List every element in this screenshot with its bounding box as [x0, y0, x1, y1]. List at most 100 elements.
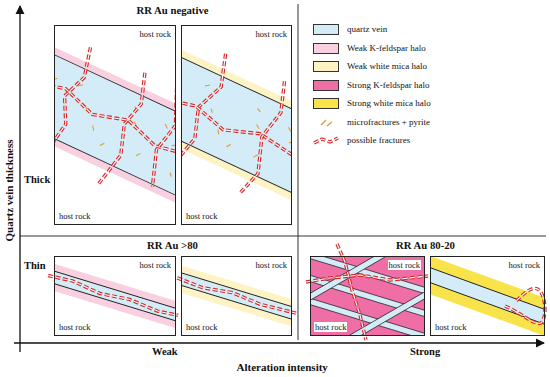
legend-row: Strong white mica halo	[305, 96, 545, 112]
legend-swatch	[313, 98, 339, 109]
vein-panel: host rock host rock	[181, 25, 292, 225]
legend-text: Strong white mica halo	[347, 97, 431, 109]
legend-swatch	[313, 24, 339, 35]
axis-tick-label: Thin	[24, 260, 46, 272]
host-rock-label: host rock	[388, 260, 421, 270]
stockwork-kfeldspar-part	[306, 275, 428, 282]
thin-vein-strong-whitemica-part-part-part	[430, 256, 545, 336]
thick-vein-whitemica-part-part	[181, 89, 292, 167]
quadrant-title: RR Au 80-20	[303, 239, 548, 252]
thin-vein-strong-whitemica-part-part-part	[430, 262, 545, 336]
thick-vein-whitemica-part-part	[181, 25, 292, 158]
fracture-inner	[314, 138, 338, 143]
thin-vein-kfeldspar-part-part	[47, 274, 178, 318]
legend-row: Weak K-feldspar halo	[305, 41, 545, 57]
legend-text: Weak white mica halo	[347, 60, 427, 72]
legend-text: possible fractures	[347, 134, 410, 146]
fracture-inner	[177, 276, 297, 316]
thin-vein-strong-whitemica-part-part-part	[430, 256, 545, 336]
fracture-inner	[505, 288, 545, 323]
axis-tick-label: Weak	[152, 346, 178, 358]
legend-sample	[313, 133, 339, 148]
legend-row: quartz vein	[305, 22, 545, 38]
thick-vein-kfeldspar-part-part	[54, 46, 100, 160]
thin-vein-kfeldspar-part-part-part	[54, 267, 176, 336]
legend-row: Strong K-feldspar halo	[305, 78, 545, 94]
axes-part	[19, 6, 20, 352]
stockwork-kfeldspar-part	[310, 256, 425, 336]
stockwork-kfeldspar-part-part-part	[310, 256, 425, 324]
thin-vein-kfeldspar-part-part	[54, 256, 176, 336]
axes-part	[14, 342, 544, 343]
legend-swatch	[313, 43, 339, 54]
host-rock-label: host rock	[255, 29, 288, 39]
axis-title: Alteration intensity	[237, 361, 328, 374]
fracture-sample	[314, 138, 338, 143]
thin-vein-kfeldspar-part	[47, 274, 178, 318]
thick-vein-whitemica-part	[181, 25, 292, 225]
vein-panel: host rock host rock	[54, 25, 176, 225]
axis-title: Quartz vein thickness	[3, 139, 16, 241]
thin-vein-whitemica-part-part-part	[181, 267, 292, 336]
thick-vein-kfeldspar-part	[54, 25, 176, 225]
host-rock-label: host rock	[185, 211, 218, 221]
host-rock-label: host rock	[185, 322, 218, 332]
thick-vein-whitemica-part-part	[234, 81, 292, 196]
thick-vein-kfeldspar-part-part	[94, 73, 156, 187]
legend-row: possible fractures	[305, 133, 545, 149]
fracture-inner	[134, 88, 176, 187]
legend-sample	[313, 115, 339, 130]
host-rock-label: host rock	[255, 260, 288, 270]
stockwork-kfeldspar-part-part	[310, 256, 425, 336]
host-rock-label: host rock	[139, 29, 172, 39]
fracture-inner	[181, 89, 292, 167]
axis-tick-label: Thick	[24, 174, 50, 186]
stockwork-kfeldspar-part-part-part	[310, 268, 425, 336]
legend-text: Strong K-feldspar halo	[347, 79, 429, 91]
stockwork-kfeldspar-part-part	[310, 256, 425, 336]
thick-vein-kfeldspar-part-part	[54, 25, 176, 225]
legend-text: microfractures + pyrite	[347, 116, 430, 128]
thin-vein-kfeldspar-part-part-part	[54, 256, 176, 336]
thin-vein-whitemica-part	[181, 256, 292, 336]
thick-vein-kfeldspar-part-part	[134, 88, 176, 187]
thin-vein-strong-whitemica-part-part-part	[430, 256, 545, 330]
thick-vein-kfeldspar	[54, 25, 176, 225]
fracture-inner	[94, 73, 156, 187]
quadrant-divider-part	[298, 4, 299, 340]
thin-vein-strong-whitemica-part-part	[430, 256, 545, 336]
host-rock-label: host rock	[58, 322, 91, 332]
quadrant-region: RR Au >80host rockhost rockhost rockhost…	[50, 238, 295, 338]
thin-vein-whitemica-part-part-part	[181, 256, 292, 336]
thick-vein-kfeldspar-part-part	[54, 25, 176, 225]
microfracture-sample	[321, 120, 332, 126]
host-rock-label: host rock	[139, 260, 172, 270]
legend-row: microfractures + pyrite	[305, 115, 545, 131]
vein-panel: host rock host rock	[54, 256, 176, 336]
host-rock-label: host rock	[434, 322, 467, 332]
legend-swatch	[313, 80, 339, 91]
thin-vein-whitemica-part-part-part	[181, 256, 292, 336]
thick-vein-kfeldspar-part-part	[54, 25, 176, 158]
thick-vein-whitemica	[181, 25, 292, 225]
thin-vein-whitemica-part	[177, 276, 297, 316]
vein-panel: host rock host rock	[181, 256, 292, 336]
thin-vein-kfeldspar-part	[54, 256, 176, 336]
host-rock-label: host rock	[508, 260, 541, 270]
fracture-inner	[181, 53, 235, 167]
quadrant-region: RR Au 80-20 host rock host rock host rock ho…	[303, 238, 548, 338]
thin-vein-whitemica-part-part	[177, 276, 297, 316]
thick-vein-whitemica-part-part	[181, 25, 292, 225]
host-rock-label: host rock	[314, 322, 347, 332]
host-rock-label: host rock	[58, 211, 91, 221]
thin-vein-strong-whitemica-part	[430, 256, 545, 336]
legend-text: Weak K-feldspar halo	[347, 42, 426, 54]
thick-vein-whitemica-part-part	[181, 53, 235, 167]
thin-vein-kfeldspar-part-part-part	[54, 256, 176, 336]
quadrant-region: RR Au negativehost rockhost rockhost roc…	[50, 3, 295, 229]
thick-vein-whitemica-part-part	[181, 25, 292, 225]
legend: quartz veinWeak K-feldspar haloWeak whit…	[305, 22, 545, 157]
fracture-inner	[306, 275, 428, 282]
